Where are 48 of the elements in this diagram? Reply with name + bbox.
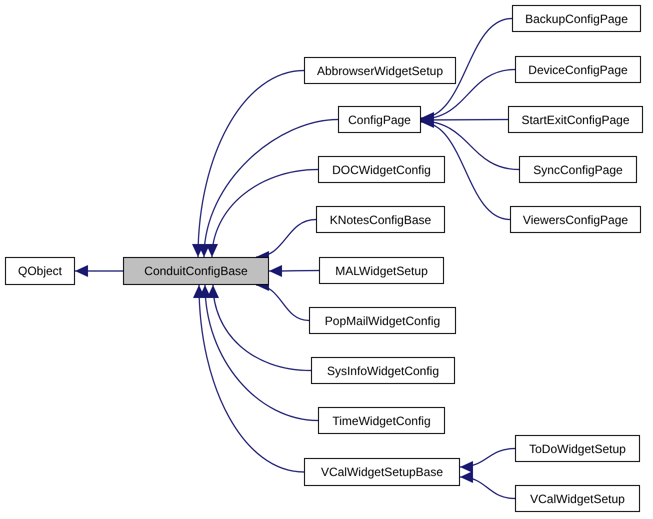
inheritance-arrow <box>200 284 318 422</box>
class-box <box>338 106 421 133</box>
inheritance-arrow <box>420 118 510 220</box>
class-box <box>515 56 641 83</box>
class-name: AbbrowserWidgetSetup <box>316 64 444 78</box>
class-box <box>515 485 640 512</box>
class-name: TimeWidgetConfig <box>332 414 431 428</box>
class-box <box>316 206 445 233</box>
inheritance-arrow <box>193 284 304 473</box>
class-name: ConfigPage <box>348 112 411 126</box>
class-box <box>515 435 640 462</box>
inheritance-arrow <box>460 472 516 500</box>
inheritance-arrow <box>269 264 319 277</box>
inheritance-arrow <box>192 70 304 258</box>
inheritance-arrow <box>208 284 312 372</box>
class-name: ViewersConfigPage <box>522 212 628 226</box>
class-name: PopMailWidgetConfig <box>324 314 440 328</box>
class-name: KNotesConfigBase <box>330 212 432 226</box>
inheritance-arrow <box>207 168 318 258</box>
highlighted-class-box <box>123 257 269 285</box>
class-box <box>5 257 75 285</box>
class-box <box>510 206 641 233</box>
inheritance-arrow <box>420 18 512 122</box>
class-name: StartExitConfigPage <box>521 112 630 126</box>
class-name: SysInfoWidgetConfig <box>326 364 440 378</box>
inheritance-arrow <box>460 448 516 472</box>
inheritance-arrow <box>75 265 123 277</box>
class-name: ToDoWidgetSetup <box>529 442 626 456</box>
class-name: DOCWidgetConfig <box>332 162 431 176</box>
class-box <box>519 156 637 183</box>
inheritance-arrow <box>199 118 338 258</box>
class-box <box>309 307 456 334</box>
class-name: DeviceConfigPage <box>528 62 628 76</box>
class-name: SyncConfigPage <box>533 162 623 176</box>
class-box <box>304 458 460 486</box>
class-box <box>318 156 445 183</box>
class-box <box>304 57 456 84</box>
class-box <box>319 257 444 284</box>
class-box <box>508 106 643 133</box>
class-name: VCalWidgetSetupBase <box>320 465 444 479</box>
class-box <box>512 5 641 32</box>
class-name: VCalWidgetSetup <box>530 492 625 506</box>
class-box <box>318 407 445 434</box>
class-name: BackupConfigPage <box>525 12 628 26</box>
class-name: ConduitConfigBase <box>144 264 248 278</box>
class-name: QObject <box>18 264 62 278</box>
class-name: MALWidgetSetup <box>335 264 428 278</box>
class-box <box>311 357 455 384</box>
